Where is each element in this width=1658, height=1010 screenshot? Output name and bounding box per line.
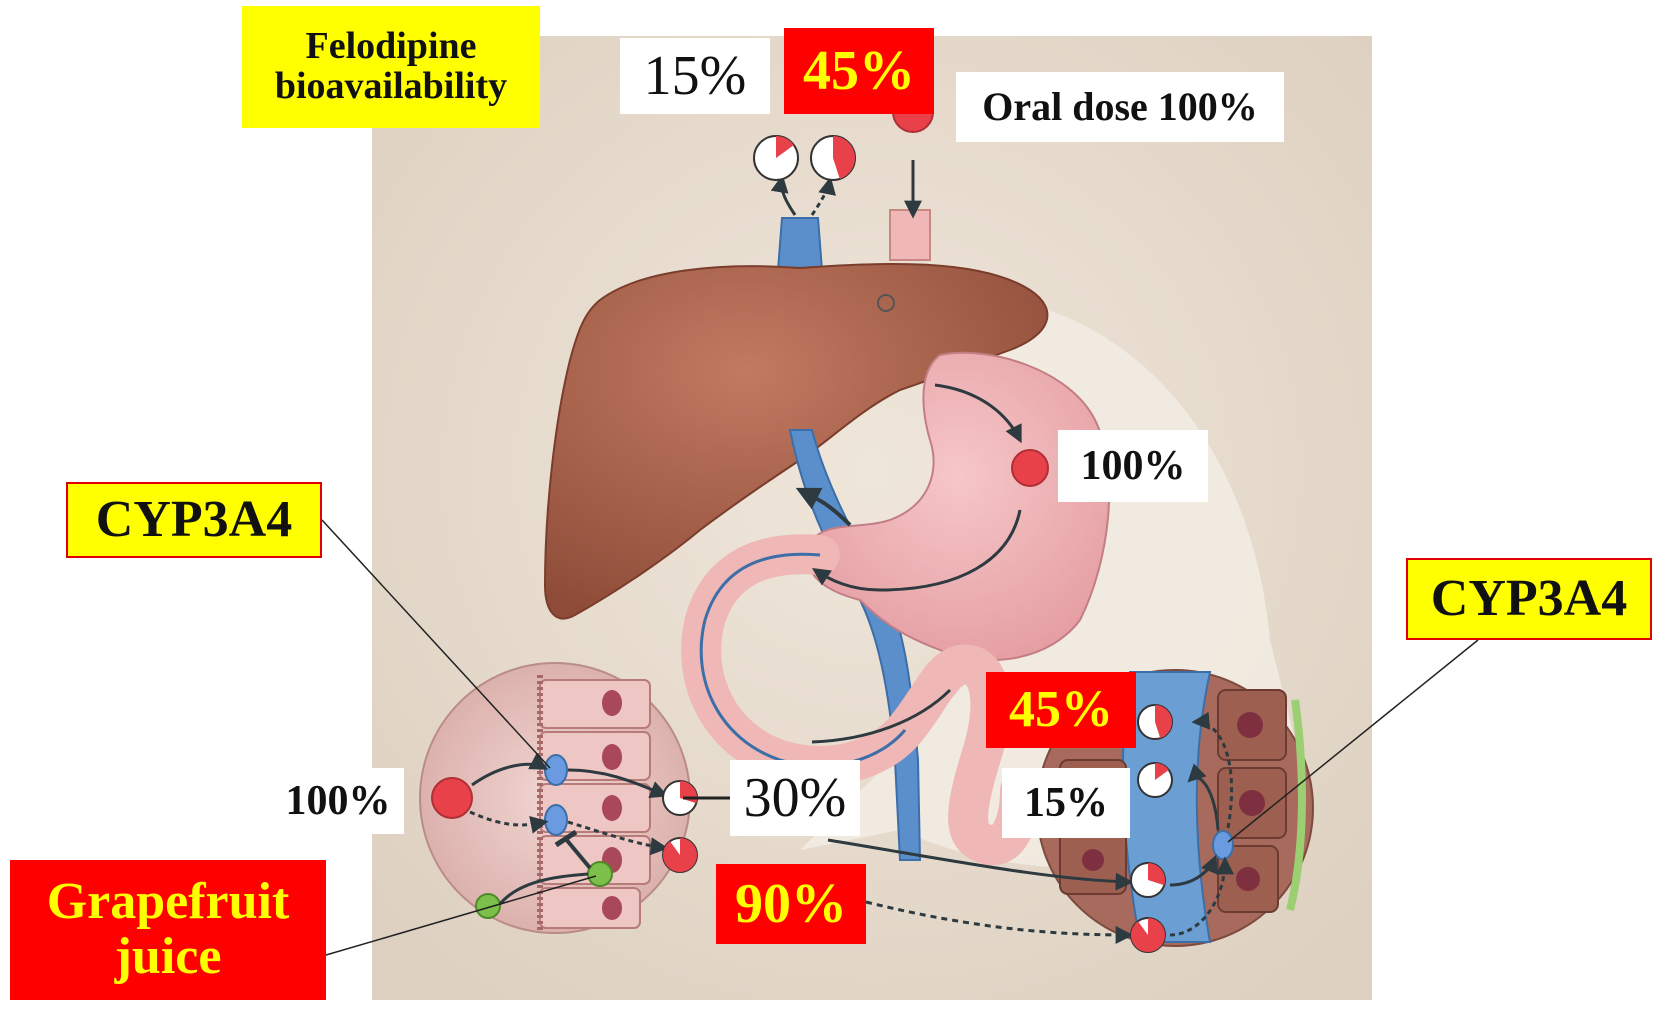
enterocyte-cells (540, 680, 650, 928)
felodipine-bioavailability-label: Felodipine bioavailability (242, 6, 540, 128)
drug-molecule-icon (1012, 450, 1048, 486)
intestine-100-percent-label: 100% (272, 768, 404, 834)
hepatic-vein-icon (778, 218, 822, 270)
metabolized-fraction-icon (1131, 918, 1165, 952)
liver-15-percent-label: 15% (1002, 768, 1130, 838)
drug-molecule-icon (432, 778, 472, 818)
top-45-percent-label: 45% (784, 28, 934, 114)
metabolized-fraction-icon (1138, 705, 1172, 739)
grapefruit-molecule-icon (588, 862, 612, 886)
cyp3a4-left-label: CYP3A4 (66, 482, 322, 558)
esophagus-icon (890, 210, 930, 260)
enzyme-icon (545, 755, 567, 785)
metabolized-fraction-icon (1138, 763, 1172, 797)
cyp3a4-right-label: CYP3A4 (1406, 558, 1652, 640)
stomach-100-percent-label: 100% (1058, 430, 1208, 502)
metabolized-fraction-icon (663, 838, 697, 872)
grapefruit-juice-label: Grapefruit juice (10, 860, 326, 1000)
grapefruit-molecule-icon (476, 894, 500, 918)
enzyme-inhibited-icon (545, 805, 567, 835)
intestine-90-percent-label: 90% (716, 864, 866, 944)
metabolized-fraction-icon (1131, 863, 1165, 897)
liver-45-percent-label: 45% (986, 672, 1136, 748)
enzyme-icon (1213, 831, 1233, 859)
oral-dose-label: Oral dose 100% (956, 72, 1284, 142)
metabolized-fraction-icon (811, 136, 855, 180)
top-15-percent-label: 15% (620, 38, 770, 114)
metabolized-fraction-icon (754, 136, 798, 180)
intestine-30-percent-label: 30% (730, 760, 860, 836)
